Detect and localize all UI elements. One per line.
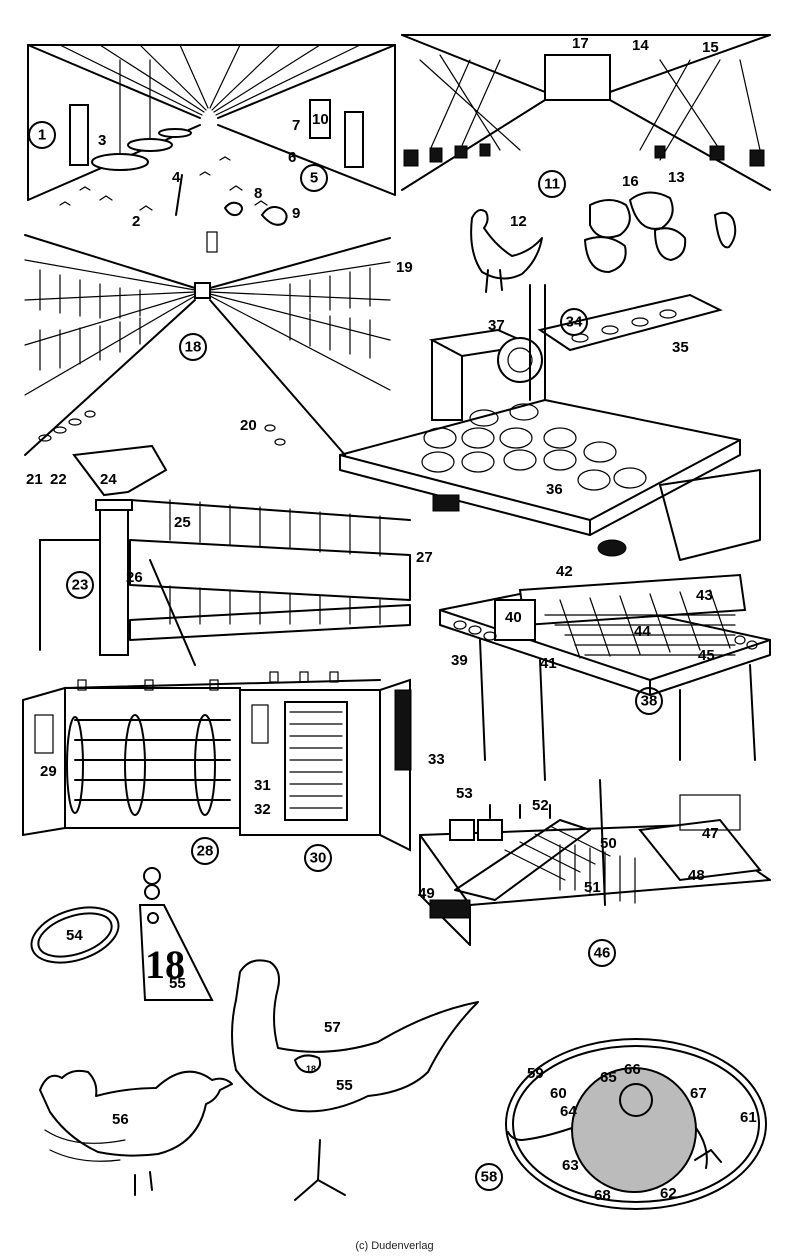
svg-text:56: 56 xyxy=(112,1111,129,1128)
svg-text:1: 1 xyxy=(38,127,46,144)
panel-floor-barn: 1 3 2 4 6 7 10 8 9 5 xyxy=(27,44,396,230)
svg-text:7: 7 xyxy=(292,117,300,134)
panel-egg-collector: 37 35 36 34 xyxy=(339,284,761,561)
panel-egg-grading: 42 43 40 44 39 41 45 38 xyxy=(439,563,771,781)
svg-text:26: 26 xyxy=(126,569,143,586)
svg-text:57: 57 xyxy=(324,1019,341,1036)
svg-text:18: 18 xyxy=(306,1064,316,1074)
svg-text:21: 21 xyxy=(26,471,43,488)
svg-text:23: 23 xyxy=(72,577,89,594)
svg-text:11: 11 xyxy=(544,176,560,193)
svg-text:46: 46 xyxy=(594,945,611,962)
svg-text:64: 64 xyxy=(560,1103,577,1120)
svg-text:13: 13 xyxy=(668,169,685,186)
svg-text:18: 18 xyxy=(145,942,185,987)
svg-text:30: 30 xyxy=(310,850,327,867)
panel-battery-house: 19 20 21 22 18 xyxy=(24,231,413,488)
svg-text:68: 68 xyxy=(594,1187,611,1204)
svg-text:40: 40 xyxy=(505,609,522,626)
svg-text:45: 45 xyxy=(698,647,715,664)
svg-text:35: 35 xyxy=(672,339,689,356)
svg-text:28: 28 xyxy=(197,843,214,860)
svg-text:17: 17 xyxy=(572,35,589,52)
svg-text:20: 20 xyxy=(240,417,257,434)
svg-text:55: 55 xyxy=(169,975,186,992)
svg-text:10: 10 xyxy=(312,111,329,128)
svg-text:6: 6 xyxy=(288,149,296,166)
svg-text:52: 52 xyxy=(532,797,549,814)
svg-text:33: 33 xyxy=(428,751,445,768)
svg-text:8: 8 xyxy=(254,185,262,202)
svg-text:62: 62 xyxy=(660,1185,677,1202)
svg-text:19: 19 xyxy=(396,259,413,276)
svg-text:12: 12 xyxy=(510,213,527,230)
wing-tag-55: 18 55 xyxy=(138,867,214,1001)
leg-ring-54: 54 xyxy=(30,906,120,964)
svg-text:65: 65 xyxy=(600,1069,617,1086)
svg-text:54: 54 xyxy=(66,927,83,944)
svg-text:60: 60 xyxy=(550,1085,567,1102)
svg-text:34: 34 xyxy=(566,314,583,331)
svg-text:63: 63 xyxy=(562,1157,579,1174)
svg-text:51: 51 xyxy=(584,879,601,896)
svg-text:5: 5 xyxy=(310,170,318,187)
svg-text:59: 59 xyxy=(527,1065,544,1082)
svg-text:24: 24 xyxy=(100,471,117,488)
svg-text:36: 36 xyxy=(546,481,563,498)
svg-text:16: 16 xyxy=(622,173,639,190)
svg-text:44: 44 xyxy=(634,623,651,640)
svg-text:41: 41 xyxy=(540,655,557,672)
svg-text:9: 9 xyxy=(292,205,300,222)
svg-text:53: 53 xyxy=(456,785,473,802)
svg-text:48: 48 xyxy=(688,867,705,884)
hen-flock xyxy=(584,191,737,273)
svg-text:14: 14 xyxy=(632,37,649,54)
svg-text:58: 58 xyxy=(481,1169,498,1186)
svg-text:25: 25 xyxy=(174,514,191,531)
panel-feed-conveyor: 24 25 26 27 23 xyxy=(39,444,433,666)
panel-egg-packing: 53 52 50 47 48 49 51 46 xyxy=(418,779,771,967)
svg-text:49: 49 xyxy=(418,885,435,902)
svg-text:32: 32 xyxy=(254,801,271,818)
svg-text:66: 66 xyxy=(624,1061,641,1078)
svg-text:61: 61 xyxy=(740,1109,757,1126)
svg-text:37: 37 xyxy=(488,317,505,334)
hen-12: 12 xyxy=(470,209,543,293)
svg-text:38: 38 xyxy=(641,693,658,710)
svg-text:43: 43 xyxy=(696,587,713,604)
svg-text:47: 47 xyxy=(702,825,719,842)
svg-text:39: 39 xyxy=(451,652,468,669)
svg-text:55: 55 xyxy=(336,1077,353,1094)
copyright-credit: (c) Dudenverlag xyxy=(355,1240,434,1252)
svg-text:42: 42 xyxy=(556,563,573,580)
egg-cross-section: 59 60 64 66 65 67 61 63 68 62 58 xyxy=(475,1038,767,1210)
svg-text:2: 2 xyxy=(132,213,140,230)
svg-text:50: 50 xyxy=(600,835,617,852)
svg-text:18: 18 xyxy=(185,339,202,356)
svg-text:29: 29 xyxy=(40,763,57,780)
svg-text:31: 31 xyxy=(254,777,271,794)
svg-text:15: 15 xyxy=(702,39,719,56)
panel-perch-barn: 17 14 15 16 13 11 xyxy=(401,34,771,198)
hen-56: 56 xyxy=(39,1069,233,1196)
svg-text:27: 27 xyxy=(416,549,433,566)
svg-text:4: 4 xyxy=(172,169,181,186)
panel-incubators: 29 31 32 33 28 30 xyxy=(22,671,445,872)
svg-text:67: 67 xyxy=(690,1085,707,1102)
svg-text:22: 22 xyxy=(50,471,67,488)
svg-text:3: 3 xyxy=(98,132,106,149)
hen-57: 18 57 55 xyxy=(231,959,479,1201)
